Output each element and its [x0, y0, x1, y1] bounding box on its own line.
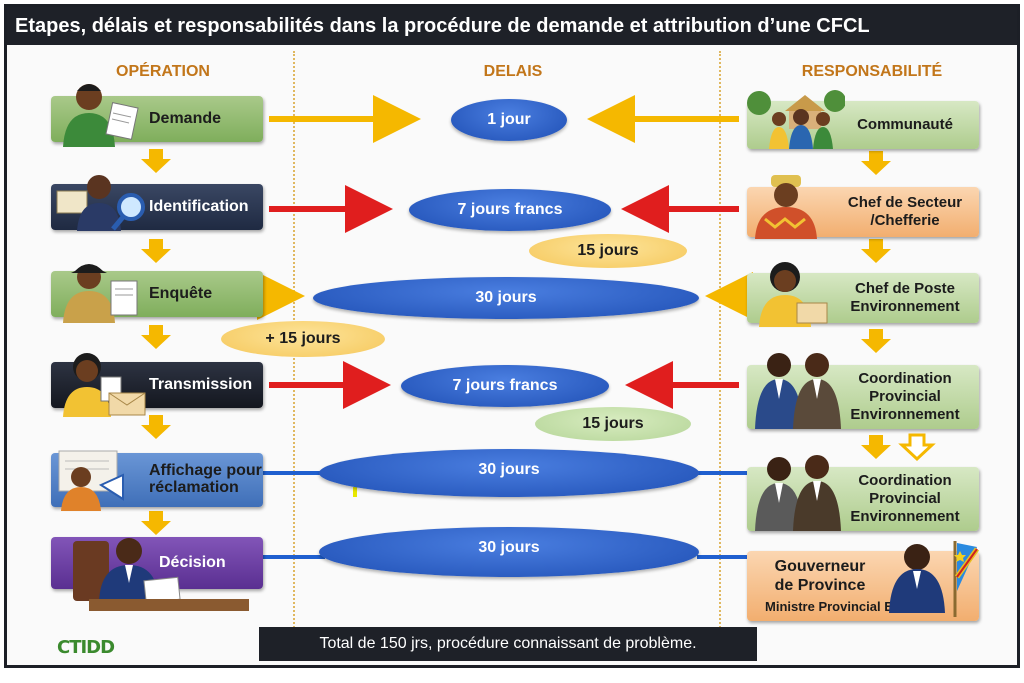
op-identification-label: Identification: [149, 197, 249, 215]
community-house-icon: [747, 90, 845, 149]
op-decision-label: Décision: [159, 553, 226, 571]
extra-delay-3-label: 15 jours: [582, 415, 644, 432]
resp-coordination-2-label: Coordination Provincial Environnement: [850, 472, 960, 525]
delay-transmission-label: 7 jours francs: [452, 377, 558, 394]
two-officials-icon: [755, 353, 841, 429]
delay-identification-label: 7 jours francs: [457, 201, 563, 218]
marker-tick: [353, 487, 357, 497]
extra-delay-2-label: + 15 jours: [265, 330, 341, 347]
woman-officer-icon: [759, 262, 828, 327]
op-enquete-label: Enquête: [149, 284, 213, 302]
delay-demande: 1 jour: [451, 99, 567, 141]
header-delais: DELAIS: [483, 63, 543, 80]
person-megaphone-icon: [58, 450, 124, 511]
ctidd-logo: CTIDD: [57, 637, 115, 658]
governor-flag-icon: [889, 541, 980, 617]
down-arrows-operation: [141, 149, 171, 535]
total-summary: Total de 150 jrs, procédure connaissant …: [259, 627, 757, 661]
extra-delay-2: + 15 jours: [221, 321, 385, 357]
delay-enquete: 30 jours: [313, 277, 699, 319]
delay-affichage-label: 30 jours: [478, 461, 540, 478]
delay-identification: 7 jours francs: [409, 189, 611, 231]
chief-icon: [755, 175, 817, 239]
connector-layer: [141, 95, 936, 559]
delay-enquete-label: 30 jours: [475, 289, 537, 306]
delay-decision-label: 30 jours: [478, 539, 540, 556]
diagram-frame: Etapes, délais et responsabilités dans l…: [4, 4, 1020, 668]
official-desk-icon: [73, 538, 249, 611]
divider-right: [719, 51, 721, 631]
extra-delay-3: 15 jours: [535, 407, 691, 441]
person-clipboard-icon: [63, 264, 138, 323]
person-magnifier-icon: [56, 175, 145, 231]
person-document-icon: [63, 84, 139, 147]
resp-gouverneur-label: Gouverneur de Province: [774, 558, 866, 595]
extra-delay-1-label: 15 jours: [577, 242, 639, 259]
header-responsabilite: RESPONSABILITÉ: [801, 63, 943, 80]
resp-gouverneur-sub: Ministre Provincial Env.: [765, 599, 911, 615]
resp-chef-poste-label: Chef de Poste Environnement: [850, 280, 960, 315]
resp-chef-secteur-label: Chef de Secteur /Chefferie: [847, 194, 963, 229]
delay-transmission: 7 jours francs: [401, 365, 609, 407]
page-title: Etapes, délais et responsabilités dans l…: [7, 7, 1017, 45]
resp-coordination-1-label: Coordination Provincial Environnement: [850, 370, 960, 423]
down-arrows-responsibility: [861, 151, 936, 462]
woman-envelope-icon: [63, 353, 146, 417]
two-officials-icon-2: [755, 455, 841, 531]
total-summary-text: Total de 150 jrs, procédure connaissant …: [319, 635, 697, 652]
op-affichage-label: Affichage pour réclamation: [149, 462, 262, 496]
op-demande-label: Demande: [149, 109, 222, 127]
header-operation: OPÉRATION: [116, 63, 210, 80]
delay-affichage: 30 jours: [319, 449, 699, 497]
resp-communaute-label: Communauté: [857, 116, 953, 133]
delay-demande-label: 1 jour: [487, 111, 531, 128]
delay-decision: 30 jours: [319, 527, 699, 577]
op-transmission-label: Transmission: [149, 375, 253, 393]
extra-delay-1: 15 jours: [529, 234, 687, 268]
